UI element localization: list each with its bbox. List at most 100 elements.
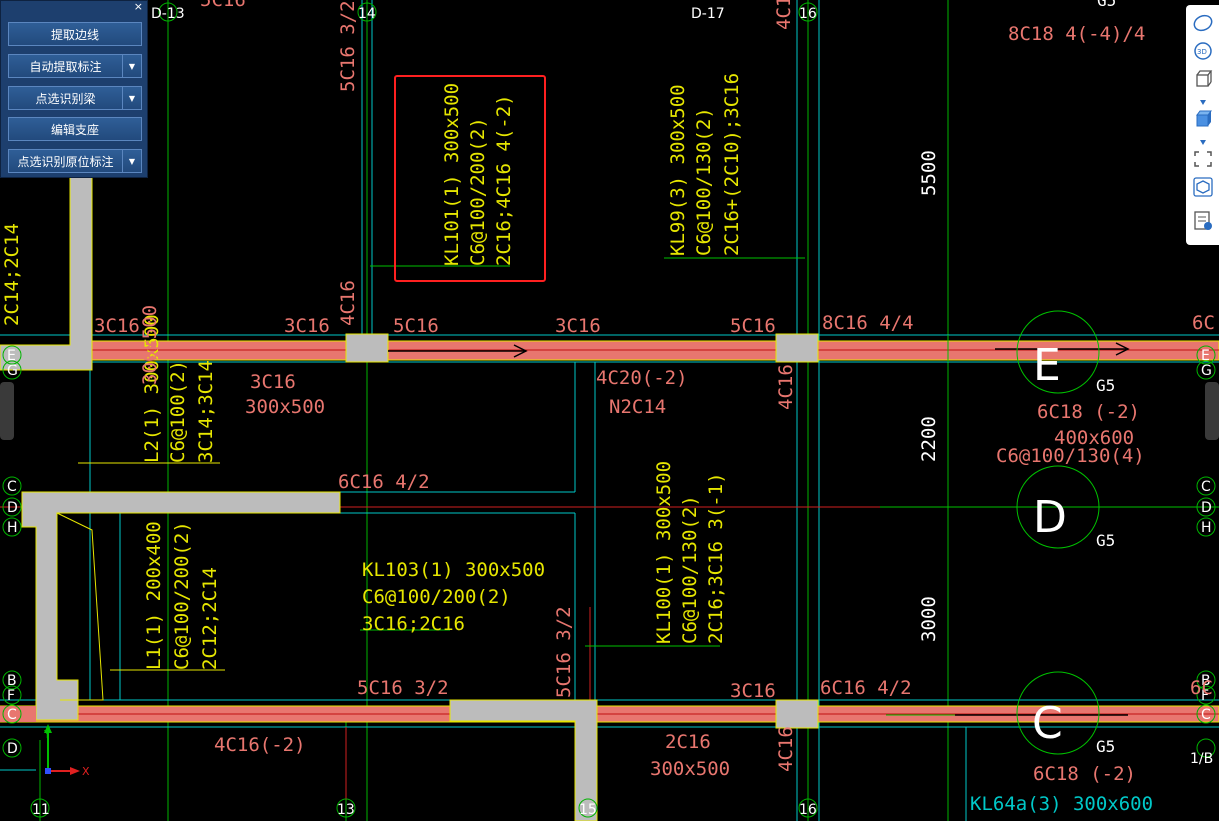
r-400x600: 400x600 [1054, 427, 1134, 449]
axis-right-3: C [1201, 479, 1211, 495]
axis-labels: D-13 14 D-17 16 11 13 15 16 E G C D H B … [7, 6, 1213, 818]
axis-left-5: H [7, 520, 18, 536]
r-3c16-b: 3C16 [284, 315, 330, 337]
axis-left-3: C [7, 479, 17, 495]
extract-edge-button[interactable]: 提取边线 [8, 22, 142, 46]
r-5c16-b: 5C16 [730, 315, 776, 337]
axis-left-4: D [7, 500, 18, 516]
svg-text:3D: 3D [1197, 48, 1207, 56]
r-3c16-a: 3C16 [94, 315, 140, 337]
b-300x500: 300x500 [650, 758, 730, 780]
iso-view-icon[interactable] [1192, 177, 1214, 197]
recognition-panel: × 提取边线 自动提取标注 ▼ 点选识别梁 ▼ 编辑支座 点选识别原位标注 ▼ [0, 0, 148, 178]
top-left-cut: 5C16 [200, 0, 246, 11]
axis-right-5: H [1201, 520, 1212, 536]
kl99-line1: KL99(3) 300x500 [667, 84, 689, 256]
r-c6-130: C6@100/130(4) [996, 445, 1145, 467]
kl101-line1: KL101(1) 300x500 [441, 83, 463, 266]
v-5c16-top: 5C16 3/2 [337, 0, 359, 92]
e-label: E [1033, 340, 1061, 391]
ucs-x-label: X [82, 765, 90, 778]
view-toolbar: 3D [1186, 5, 1219, 245]
l1-line3: 2C12;2C14 [199, 567, 221, 670]
chevron-down-icon[interactable]: ▼ [122, 87, 141, 109]
solid-cube-icon[interactable] [1192, 109, 1214, 129]
kl99-line2: C6@100/130(2) [693, 107, 715, 256]
pick-identify-beam-button[interactable]: 点选识别梁 ▼ [8, 86, 142, 110]
kl103-line1: KL103(1) 300x500 [362, 559, 545, 581]
axis-right-9: 1/B [1190, 751, 1213, 767]
v-4c16-mid: 4C16 [775, 364, 797, 410]
ellipse-icon[interactable] [1192, 13, 1214, 33]
axis-left-8: C [7, 707, 17, 723]
fullscreen-icon[interactable] [1192, 149, 1214, 169]
d-label: D [1033, 492, 1067, 543]
yellow-lines [56, 462, 225, 701]
axis-right-4: D [1201, 500, 1212, 516]
chevron-down-icon[interactable] [1192, 133, 1214, 145]
b-2c16: 2C16 [665, 731, 711, 753]
b-4c16-2: 4C16(-2) [214, 734, 306, 756]
pick-identify-beam-label: 点选识别梁 [35, 91, 96, 106]
c-label: C [1032, 698, 1063, 749]
axis-bottom-3: 15 [579, 802, 597, 818]
chevron-down-icon[interactable]: ▼ [122, 150, 141, 172]
edit-support-button[interactable]: 编辑支座 [8, 117, 142, 141]
yellow-annotations: KL101(1) 300x500 C6@100/200(2) 2C16;4C16… [1, 73, 743, 670]
axis-left-2: G [7, 363, 18, 379]
grid-circle-labels: E D C [1032, 340, 1067, 749]
frag-4c1: 4C1 [773, 0, 795, 30]
kl101-line2: C6@100/200(2) [467, 117, 489, 266]
r-6c: 6C [1192, 312, 1215, 334]
axis-top-2: 14 [358, 6, 376, 22]
b-6c-right: 6C [1190, 677, 1213, 699]
selection-box[interactable] [394, 75, 546, 282]
axis-left-7: F [7, 688, 15, 704]
axis-top-4: 16 [799, 6, 817, 22]
r-300x500-rot: 300x500 [139, 305, 161, 385]
g5-labels: G5 G5 G5 G5 [1096, 0, 1116, 756]
chevron-down-icon[interactable]: ▼ [122, 55, 141, 77]
b-5c16-32: 5C16 3/2 [357, 677, 449, 699]
l1-line2: C6@100/200(2) [171, 521, 193, 670]
l2-line3: 3C14;3C14 [195, 360, 217, 463]
mid-3c16: 3C16 [250, 371, 296, 393]
checklist-icon[interactable] [1192, 211, 1214, 231]
axis-top-3: D-17 [691, 6, 725, 22]
auto-extract-annotation-label: 自动提取标注 [29, 59, 102, 74]
top-right-8c18: 8C18 4(-4)/4 [1008, 23, 1145, 45]
view-3d-icon[interactable]: 3D [1192, 41, 1214, 61]
g5-d: G5 [1096, 531, 1115, 550]
v-5c16-bot: 5C16 3/2 [553, 606, 575, 698]
r-6c18: 6C18 (-2) [1037, 401, 1140, 423]
kl100-line2: C6@100/130(2) [679, 495, 701, 644]
r-5c16-a: 5C16 [393, 315, 439, 337]
axis-left-9: D [7, 741, 18, 757]
dim-2200: 2200 [918, 416, 940, 462]
kl99-line3: 2C16+(2C10);3C16 [721, 73, 743, 256]
l1-line1: L1(1) 200x400 [143, 521, 165, 670]
g5-c: G5 [1096, 737, 1115, 756]
right-collapse-handle[interactable] [1205, 382, 1219, 440]
kl101-line3: 2C16;4C16 4(-2) [493, 94, 515, 266]
dim-3000: 3000 [918, 596, 940, 642]
kl103-line2: C6@100/200(2) [362, 586, 511, 608]
chevron-down-icon[interactable] [1192, 93, 1214, 105]
pick-identify-insitu-button[interactable]: 点选识别原位标注 ▼ [8, 149, 142, 173]
cube-icon[interactable] [1192, 69, 1214, 89]
ucs-y-label: Y [43, 728, 51, 741]
left-collapse-handle[interactable] [0, 382, 14, 440]
dimensions: 5500 2200 3000 [918, 150, 940, 642]
auto-extract-annotation-button[interactable]: 自动提取标注 ▼ [8, 54, 142, 78]
r-3c16-c: 3C16 [555, 315, 601, 337]
g5-top: G5 [1097, 0, 1116, 10]
v-4c16-top: 4C16 [337, 280, 359, 326]
axis-top-1: D-13 [151, 6, 185, 22]
b-6c16-42: 6C16 4/2 [820, 677, 912, 699]
close-icon[interactable]: × [133, 0, 143, 13]
mid-300x500: 300x500 [245, 396, 325, 418]
l2-line1: L2(1) 300x500 [141, 314, 163, 463]
left-2c14: 2C14;2C14 [1, 223, 23, 326]
